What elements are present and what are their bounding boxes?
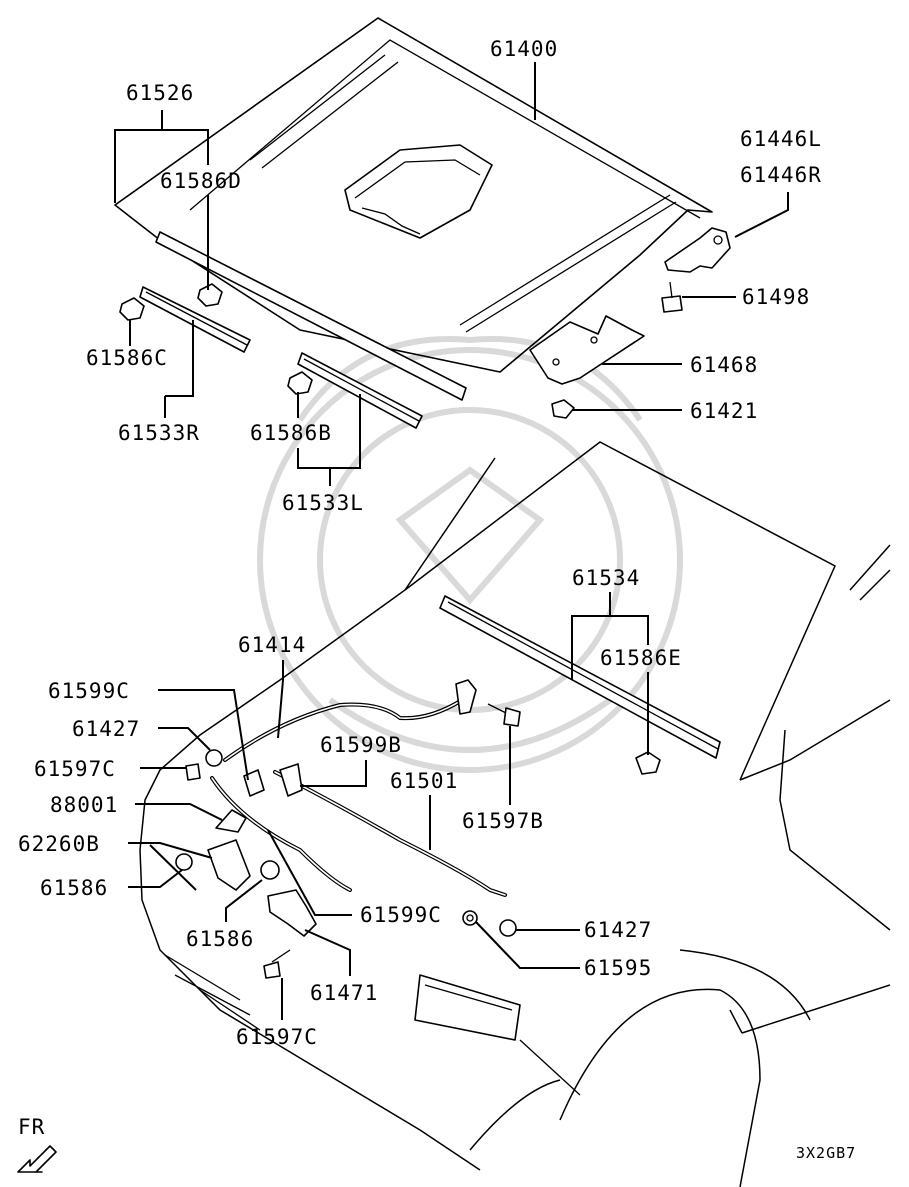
label-61595: 61595 bbox=[584, 956, 652, 980]
label-61599C-lower: 61599C bbox=[360, 903, 442, 927]
bolt-61597C bbox=[185, 763, 201, 781]
label-61526: 61526 bbox=[126, 81, 194, 105]
label-61427-left: 61427 bbox=[72, 717, 140, 741]
cowl-seal-61534 bbox=[439, 595, 721, 759]
vehicle-body-outline bbox=[139, 441, 891, 1187]
release-cable-61414 bbox=[223, 679, 477, 762]
label-61534: 61534 bbox=[572, 566, 640, 590]
bumper-61586 bbox=[175, 853, 280, 880]
weatherstrip-61533R bbox=[139, 286, 251, 353]
label-61421: 61421 bbox=[690, 399, 758, 423]
label-61501: 61501 bbox=[390, 769, 458, 793]
clip-61586D bbox=[197, 283, 223, 307]
label-61446R: 61446R bbox=[740, 163, 822, 187]
label-61586-left: 61586 bbox=[40, 876, 108, 900]
label-61599C-upper: 61599C bbox=[48, 679, 130, 703]
label-61498: 61498 bbox=[742, 285, 810, 309]
release-cable-61501 bbox=[210, 770, 507, 897]
part-number-labels: 61400 61526 61586D 61446L 61446R 61498 6… bbox=[18, 37, 856, 1162]
front-direction-arrow-icon bbox=[17, 1145, 57, 1173]
label-61533L: 61533L bbox=[282, 491, 364, 515]
label-61533R: 61533R bbox=[118, 421, 200, 445]
leader-lines bbox=[114, 62, 789, 1020]
grommet-61427-right bbox=[499, 919, 517, 937]
clip-61586E bbox=[635, 751, 661, 775]
label-61599B: 61599B bbox=[320, 733, 402, 757]
clip-61586C bbox=[119, 297, 145, 321]
clip-61599B bbox=[279, 763, 303, 797]
label-61597C-upper: 61597C bbox=[34, 757, 116, 781]
grommet-61595 bbox=[462, 910, 478, 926]
label-61414: 61414 bbox=[238, 633, 306, 657]
label-61597B: 61597B bbox=[462, 809, 544, 833]
weatherstrip-61533L bbox=[297, 352, 423, 429]
label-62260B: 62260B bbox=[18, 832, 100, 856]
clip-61599C bbox=[243, 769, 265, 797]
latch-bracket-62260B bbox=[207, 839, 251, 891]
label-61468: 61468 bbox=[690, 353, 758, 377]
grommet-61427 bbox=[205, 749, 223, 767]
label-61586-lower: 61586 bbox=[186, 927, 254, 951]
hood-panel bbox=[114, 17, 713, 401]
drawing-code: 3X2GB7 bbox=[796, 1144, 856, 1162]
clip-61421 bbox=[551, 399, 575, 419]
hood-hinge-61446 bbox=[664, 227, 731, 273]
handle-88001 bbox=[215, 809, 247, 833]
label-61586D: 61586D bbox=[160, 169, 242, 193]
label-61427-right: 61427 bbox=[584, 918, 652, 942]
direction-label: FR bbox=[18, 1115, 45, 1139]
label-61471: 61471 bbox=[310, 981, 378, 1005]
label-61446L: 61446L bbox=[740, 127, 822, 151]
label-61400: 61400 bbox=[490, 37, 558, 61]
bracket-61468 bbox=[529, 315, 645, 385]
bolt-61498 bbox=[661, 281, 683, 313]
label-61586C: 61586C bbox=[86, 346, 168, 370]
label-88001: 88001 bbox=[50, 793, 118, 817]
label-61597C-lower: 61597C bbox=[236, 1025, 318, 1049]
clip-61586B bbox=[287, 371, 313, 395]
label-61586B: 61586B bbox=[250, 421, 332, 445]
hood-latch-61471 bbox=[267, 889, 317, 937]
bolt-61597B bbox=[487, 703, 521, 727]
label-61586E: 61586E bbox=[600, 646, 682, 670]
bolt-61597C-lower bbox=[263, 949, 291, 979]
